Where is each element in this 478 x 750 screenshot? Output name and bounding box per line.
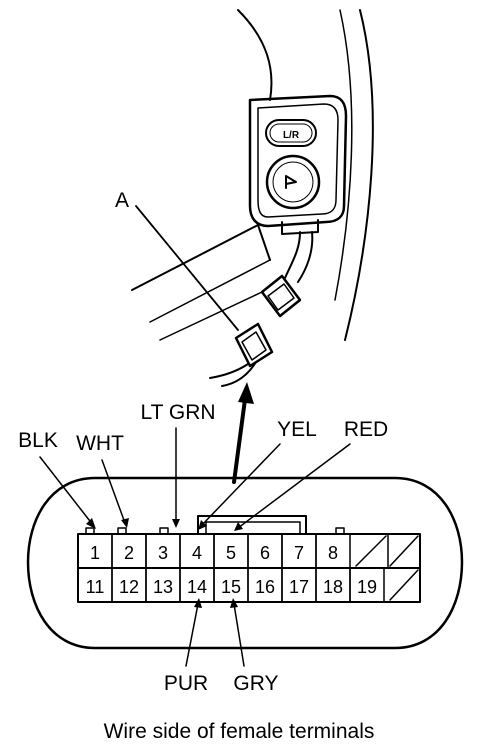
terminal-number-5: 5 bbox=[226, 543, 236, 563]
direction-arrow bbox=[232, 390, 248, 484]
leader-blk bbox=[39, 456, 94, 526]
terminal-number-11: 11 bbox=[86, 577, 105, 597]
unused-cavities bbox=[355, 533, 419, 601]
terminal-number-1: 1 bbox=[90, 543, 100, 563]
terminal-number-18: 18 bbox=[323, 577, 343, 597]
wire-label-wht: WHT bbox=[76, 432, 124, 455]
wire-label-yel: YEL bbox=[277, 418, 317, 441]
wire-label-red: RED bbox=[344, 418, 388, 441]
harness-connector-a bbox=[209, 322, 274, 387]
callout-a-label: A bbox=[115, 189, 129, 212]
leader-wht bbox=[101, 459, 126, 524]
terminal-number-8: 8 bbox=[328, 543, 338, 563]
wire-labels: BLK WHT LT GRN YEL RED PUR GRY bbox=[18, 382, 388, 695]
terminal-number-6: 6 bbox=[260, 543, 270, 563]
leader-red bbox=[237, 443, 351, 529]
wire-label-gry: GRY bbox=[233, 672, 278, 695]
lock-button-icon: L/R bbox=[265, 119, 317, 147]
mirror-knob-icon bbox=[265, 154, 321, 210]
leader-pur bbox=[185, 603, 199, 667]
terminal-number-15: 15 bbox=[221, 577, 241, 597]
diagram-caption: Wire side of female terminals bbox=[104, 720, 375, 743]
terminal-number-13: 13 bbox=[153, 577, 173, 597]
wire-label-lt-grn: LT GRN bbox=[140, 401, 215, 424]
terminal-row-top: 1 2 3 4 5 6 7 8 bbox=[77, 533, 351, 569]
leader-yel bbox=[200, 443, 281, 527]
terminal-cell-19 bbox=[349, 567, 385, 603]
leader-gry bbox=[233, 603, 245, 667]
wire-label-pur: PUR bbox=[164, 672, 208, 695]
terminal-number-2: 2 bbox=[124, 543, 134, 563]
terminal-number-16: 16 bbox=[255, 577, 275, 597]
terminal-number-14: 14 bbox=[187, 577, 207, 597]
terminal-number-7: 7 bbox=[294, 543, 304, 563]
terminal-number-4: 4 bbox=[192, 543, 202, 563]
terminal-number-3: 3 bbox=[158, 543, 168, 563]
wire-label-blk: BLK bbox=[18, 429, 58, 452]
callout-a-leader bbox=[135, 205, 239, 331]
svg-text:L/R: L/R bbox=[283, 130, 300, 141]
terminal-number-19: 19 bbox=[357, 577, 377, 597]
panel-illustration: L/R A bbox=[115, 9, 374, 387]
terminal-row-bottom: 11 12 13 14 15 16 17 18 19 bbox=[77, 567, 385, 603]
terminal-number-12: 12 bbox=[119, 577, 139, 597]
switch-connector bbox=[260, 274, 302, 318]
terminal-number-17: 17 bbox=[289, 577, 309, 597]
switch-housing: L/R bbox=[248, 94, 348, 235]
